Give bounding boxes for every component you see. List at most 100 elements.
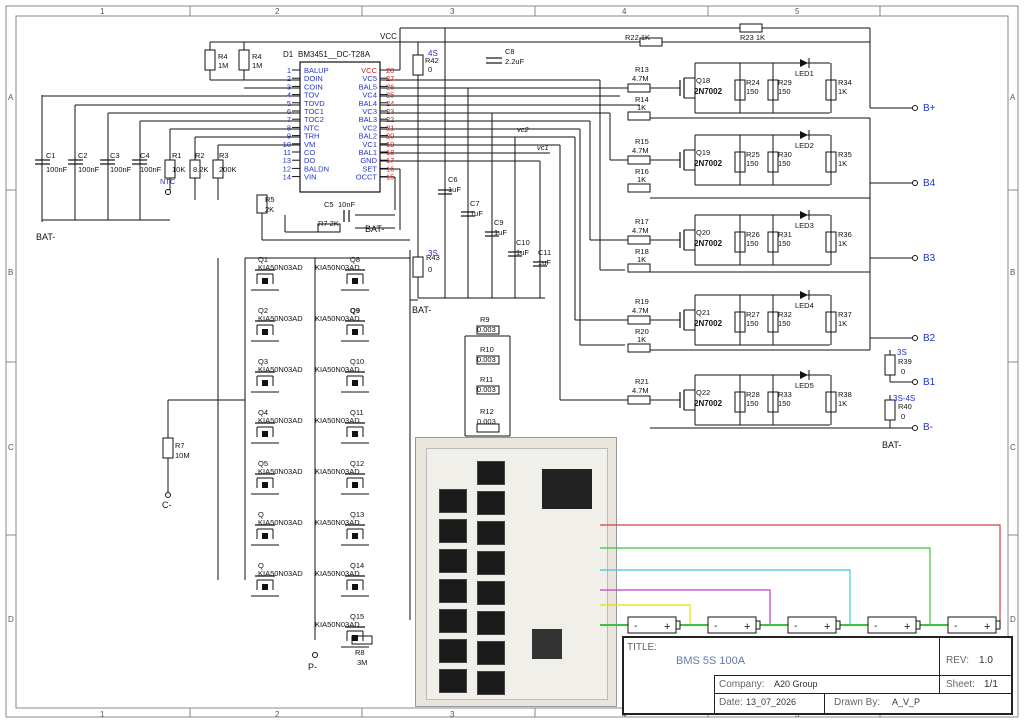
bleed-resistor-b-value: 150 [778, 239, 791, 248]
bal-fet-part: 2N7002 [694, 87, 723, 96]
c1-value: 100nF [46, 165, 68, 174]
cell-positive-sign: + [824, 621, 830, 633]
company-label: Company: [719, 679, 765, 690]
ic-left-pin-number: 4 [287, 91, 291, 100]
c1-label: C1 [46, 151, 56, 160]
b2-terminal: B2 [923, 333, 936, 344]
r8-value: 3M [357, 658, 367, 667]
ic-right-pin-number: 17 [386, 156, 394, 165]
r39-value: 0 [901, 367, 905, 376]
mosfet-part: KIA50N03AD [258, 263, 303, 272]
gate-resistor-value: 4.7M [632, 306, 649, 315]
cell-negative-sign: - [634, 621, 637, 632]
mosfet-part: KIA50N03AD [315, 620, 360, 629]
gate-resistor-ref: R21 [635, 377, 649, 386]
c4-label: C4 [140, 151, 150, 160]
ic-right-pin-number: 26 [386, 82, 394, 91]
ic-right-pin-number: 19 [386, 140, 394, 149]
pin-resistor-value: 1K [637, 255, 646, 264]
frame-col-label: 3 [450, 710, 455, 719]
ic-right-pin-name: BAL1 [359, 148, 377, 157]
frame-col-label: 2 [275, 7, 280, 16]
b-minus-terminal: B- [923, 422, 933, 433]
ic-left-pin-number: 12 [283, 164, 291, 173]
gate-resistor-ref: R17 [635, 217, 649, 226]
frame-row-label: D [8, 615, 14, 624]
ic-left-pin-number: 1 [287, 66, 291, 75]
r4a-value: 1M [218, 61, 228, 70]
ic-left-pin-number: 5 [287, 99, 291, 108]
r43-label: R43 [426, 253, 440, 262]
led-ref: LED1 [795, 69, 814, 78]
battery-cell: -+ [787, 616, 841, 634]
frame-row-label: B [1010, 268, 1015, 277]
r5-label: R5 [265, 195, 275, 204]
mosfet-ref: Q15 [350, 612, 364, 621]
net-vc1: vc1 [537, 143, 549, 152]
r10-value: 0.003 [477, 355, 496, 364]
rev-label: REV: [946, 655, 969, 666]
frame-row-label: C [8, 443, 14, 452]
sheet-label: Sheet: [946, 679, 975, 690]
bleed-resistor-a-ref: R26 [746, 230, 760, 239]
ic-right-pin-name: VC5 [362, 74, 377, 83]
mosfet-ref: Q10 [350, 357, 364, 366]
r12-label: R12 [480, 407, 494, 416]
bal-fet-part: 2N7002 [694, 239, 723, 248]
b4-terminal: B4 [923, 178, 936, 189]
c8-value: 2.2uF [505, 57, 525, 66]
ic-right-pin-name: OCCT [356, 173, 378, 182]
ic-left-pin-number: 14 [283, 173, 291, 182]
bms-board-photo [415, 437, 617, 707]
bleed-resistor-b-ref: R32 [778, 310, 792, 319]
r2-label: R2 [195, 151, 205, 160]
title-block: TITLE: BMS 5S 100A REV: 1.0 Company: A20… [622, 636, 1013, 715]
battery-cell: -+ [867, 616, 921, 634]
frame-row-label: A [1010, 93, 1016, 102]
ic-left-pin-number: 2 [287, 74, 291, 83]
ic-right-pin-name: VC2 [362, 123, 377, 132]
balance-channel: R174.7MR181KQ202N7002R26150R31150LED3R36… [627, 210, 852, 273]
cell-positive-sign: + [744, 621, 750, 633]
ic-right-pin-name: VC3 [362, 107, 377, 116]
bleed-resistor-a-value: 150 [746, 319, 759, 328]
mosfet-part: KIA50N03AD [258, 518, 303, 527]
drawing-title: BMS 5S 100A [676, 655, 746, 667]
ic-right-pin-number: 15 [386, 173, 394, 182]
frame-col-label: 5 [795, 7, 800, 16]
r3-label: R3 [219, 151, 229, 160]
bleed-resistor-b-ref: R29 [778, 78, 792, 87]
ic-left-pin-number: 11 [283, 148, 291, 157]
c10-label: C10 [516, 238, 530, 247]
r7-2k-label: R7 2K [318, 219, 339, 228]
frame-row-label: D [1010, 615, 1016, 624]
r43-tag: 3S [428, 249, 438, 258]
bal-fet-ref: Q21 [696, 308, 710, 317]
drawn-by-value: A_V_P [892, 697, 921, 707]
bleed-resistor-b-value: 150 [778, 87, 791, 96]
c11-label: C11 [538, 248, 551, 257]
ic-chip [542, 469, 592, 509]
ic-left-pin-name: TOVD [304, 99, 325, 108]
r23-label: R23 1K [740, 33, 765, 42]
ic-right-pin-number: 24 [386, 99, 394, 108]
r22-label: R22 1K [625, 33, 650, 42]
mosfet-ref: Q9 [350, 306, 360, 315]
gate-resistor-ref: R15 [635, 137, 649, 146]
c11-value: 1uF [538, 258, 551, 267]
mosfet-ref: Q3 [258, 357, 268, 366]
ic-right-pin-number: 25 [386, 91, 394, 100]
c9-value: 1uF [494, 228, 507, 237]
b3-terminal: B3 [923, 253, 936, 264]
ic-left-pin-number: 3 [287, 82, 291, 91]
bal-fet-ref: Q20 [696, 228, 710, 237]
c10-value: 1uF [516, 248, 529, 257]
r1-value: 10K [172, 165, 185, 174]
r4b-label: R4 [252, 52, 262, 61]
mosfet-part: KIA50N03AD [258, 569, 303, 578]
ic-right-pin-name: BAL4 [359, 99, 377, 108]
r43-value: 0 [428, 265, 432, 274]
led-resistor-ref: R36 [838, 230, 852, 239]
led-resistor-value: 1K [838, 87, 847, 96]
c3-value: 100nF [110, 165, 132, 174]
